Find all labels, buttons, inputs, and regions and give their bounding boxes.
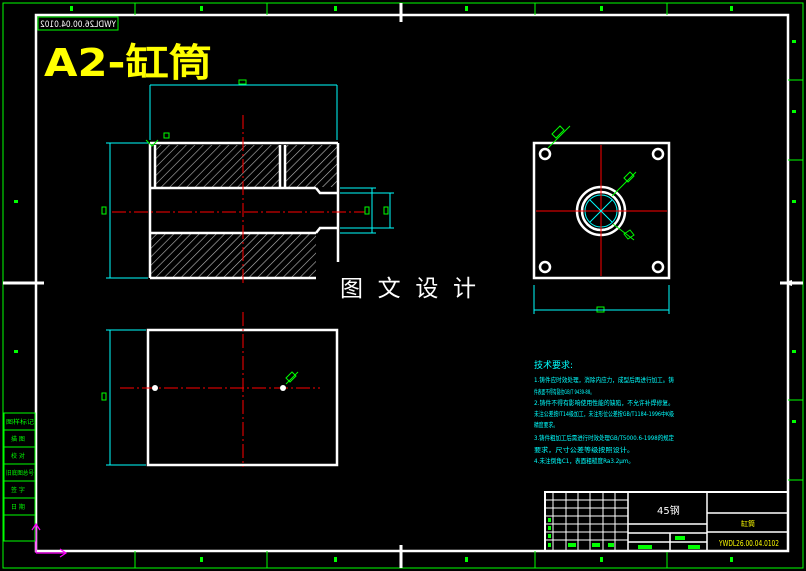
inner-frame	[34, 13, 790, 553]
tech-heading: 技术要求:	[534, 359, 573, 371]
section-view	[112, 115, 365, 285]
part-name: 缸筒	[741, 519, 755, 528]
side-label: 校 对	[11, 452, 25, 460]
ucs-icon	[31, 522, 68, 558]
watermark: 图文设计	[340, 276, 476, 302]
side-label: 日 期	[11, 503, 25, 511]
orientation-mark	[782, 280, 792, 286]
chamfer-leader	[145, 139, 159, 147]
tech-line: 3.铸件粗加工后需进行时效处理GB/T5000.6-1998的规定	[534, 433, 674, 442]
dimension-text-marks	[101, 79, 605, 401]
tech-line: 精度要求。	[534, 420, 558, 429]
material-label: 45钢	[657, 504, 680, 517]
tech-line: 2.铸件不得有影响使用性能的缺陷，不允许补焊修复。	[534, 398, 674, 407]
side-label: 旧底图总号	[6, 469, 34, 477]
bottom-view	[106, 312, 339, 467]
zone-ticks-top	[134, 3, 668, 568]
flange-view	[532, 125, 671, 314]
tech-line: 件表面不得有裂纹GB/T 9439-88。	[534, 387, 594, 396]
side-label: 描 图	[11, 435, 25, 443]
zone-ticks-side	[788, 79, 803, 481]
mirrored-code: YWDL26.00.04.0102	[40, 20, 117, 30]
tech-requirements: 技术要求: 1.铸件应时效处理，消除内应力，成型后再进行加工。铸 件表面不得有裂…	[534, 359, 674, 465]
code-box	[37, 16, 119, 31]
tech-line: 未注公差按IT14级加工，未注形位公差按GB/T1184-1996中K级	[534, 409, 674, 418]
sheet-title: A2-缸筒	[44, 41, 212, 85]
center-marks	[3, 3, 803, 568]
side-panel: 图样标记 描 图 校 对 旧底图总号 签 字 日 期	[3, 412, 36, 542]
drawing-number: YWDL26.00.04.0102	[718, 539, 779, 548]
tech-line: 要求，尺寸公差等级按照设计。	[534, 445, 634, 454]
side-label: 签 字	[11, 486, 25, 494]
side-label: 图样标记	[6, 418, 34, 426]
zone-marks	[14, 6, 796, 562]
tech-line: 4.未注倒角C1，表面粗糙度Ra3.2μm。	[534, 456, 634, 465]
tech-line: 1.铸件应时效处理，消除内应力，成型后再进行加工。铸	[534, 375, 674, 384]
title-block: 45钢 缸筒 YWDL26.00.04.0102	[544, 491, 789, 552]
section-dimensions	[106, 84, 394, 279]
